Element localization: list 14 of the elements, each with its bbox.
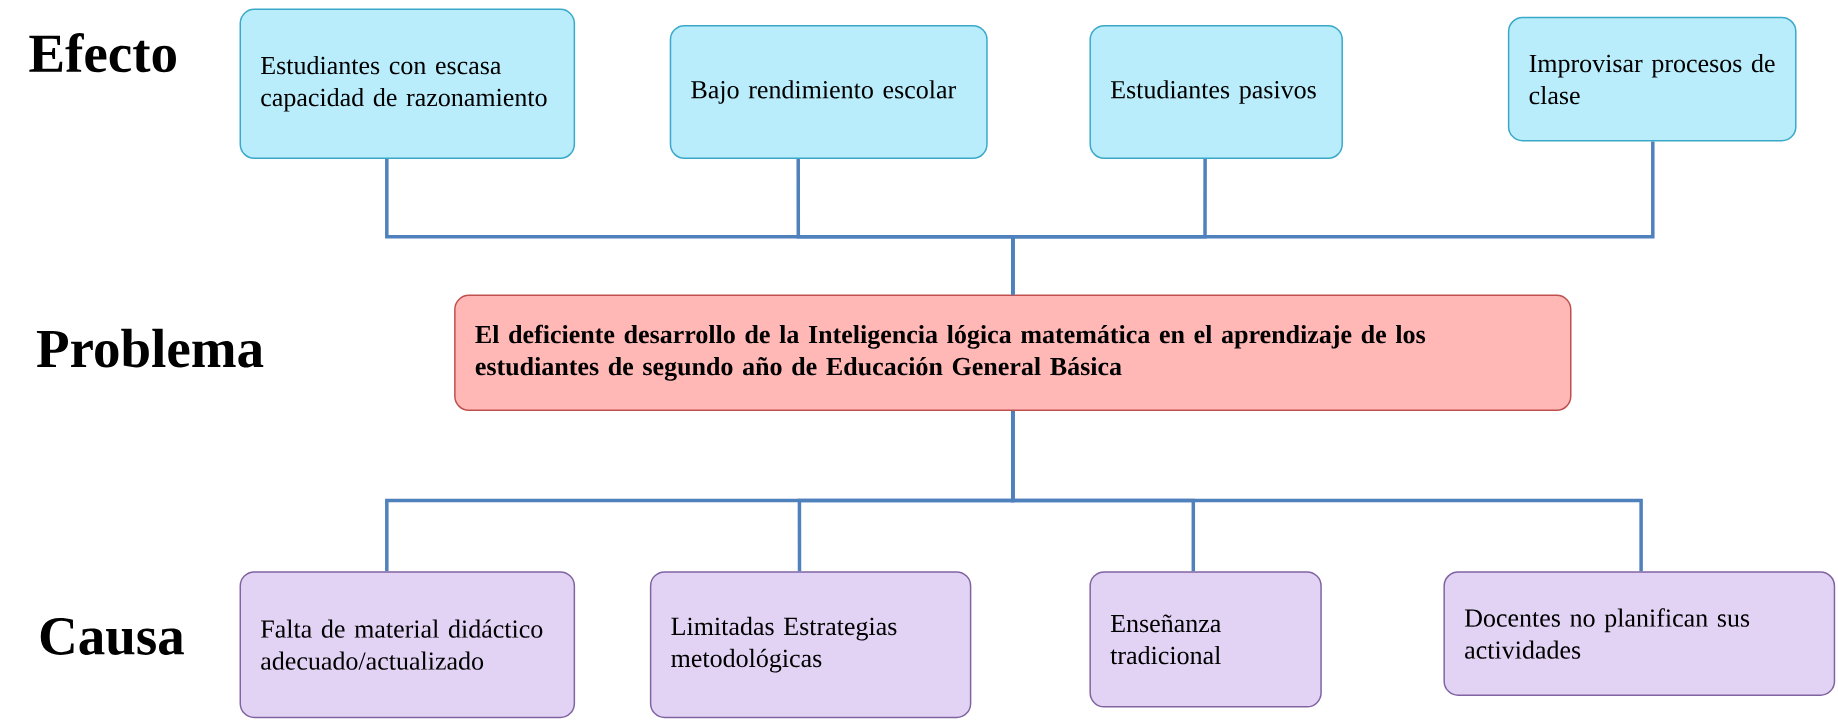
- row-heading: Causa: [40, 617, 184, 656]
- connector-line: [1011, 411, 1643, 572]
- effect-box: Improvisar procesos de clase: [1507, 16, 1797, 142]
- row-heading: Problema: [36, 328, 264, 368]
- problem-box: El deficiente desarrollo de la Inteligencia lógica matemática en el aprendizaje de los estudiantes de segundo año de Educación General Básica: [454, 294, 1572, 411]
- effect-box: Estudiantes con escasa capacidad de razonamiento: [239, 8, 576, 159]
- cause-box: Limitadas Estrategias metodológicas: [649, 571, 972, 719]
- effect-box: Estudiantes pasivos: [1089, 25, 1343, 159]
- cause-box: Enseñanza tradicional: [1089, 571, 1322, 708]
- effect-box: Bajo rendimiento escolar: [669, 25, 988, 159]
- connector-line: [1011, 141, 1655, 295]
- cause-box: Falta de material didáctico adecuado/actualizado: [239, 571, 576, 719]
- row-heading: Efecto: [29, 33, 176, 73]
- cause-box: Docentes no planifican sus actividades: [1443, 571, 1836, 696]
